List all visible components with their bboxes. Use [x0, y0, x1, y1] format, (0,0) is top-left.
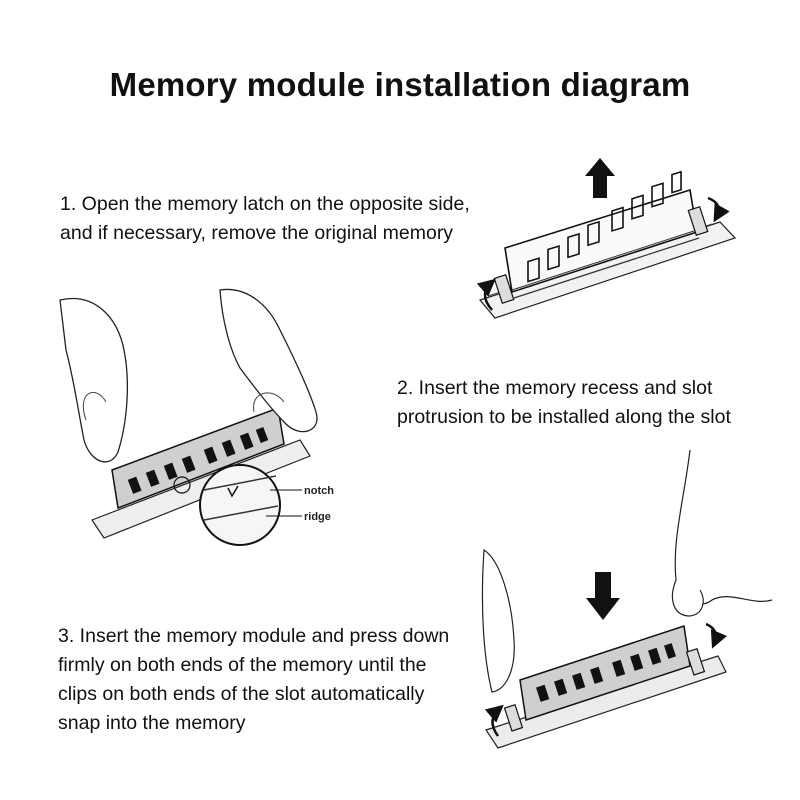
step-3-line-3: clips on both ends of the slot automatic… — [58, 683, 425, 705]
down-arrow-icon — [586, 572, 620, 620]
up-arrow-icon — [585, 158, 615, 198]
figure-align-notch: notch ridge — [59, 288, 334, 546]
step-1-text: 1. Open the memory latch on the opposite… — [60, 190, 470, 248]
magnifier-callout — [199, 464, 281, 546]
ridge-label: ridge — [304, 511, 331, 523]
latch-rotate-arrow-icon — [705, 622, 727, 649]
figure-remove-module — [476, 158, 737, 319]
step-3-line-2: firmly on both ends of the memory until … — [58, 654, 427, 676]
step-3-text: 3. Insert the memory module and press do… — [58, 622, 449, 738]
latch-rotate-arrow-icon — [484, 704, 504, 737]
step-2-line-2: protrusion to be installed along the slo… — [397, 406, 731, 428]
figure-press-down — [481, 449, 773, 749]
latch-rotate-arrow-icon — [707, 196, 730, 223]
page-title: Memory module installation diagram — [109, 66, 691, 103]
latch-rotate-arrow-icon — [476, 278, 496, 311]
notch-label: notch — [304, 485, 334, 497]
step-3-line-1: 3. Insert the memory module and press do… — [58, 625, 450, 647]
step-2-line-1: 2. Insert the memory recess and slot — [397, 377, 713, 399]
step-3-line-4: snap into the memory — [58, 712, 246, 734]
step-2-text: 2. Insert the memory recess and slot pro… — [397, 374, 731, 432]
step-1-line-2: and if necessary, remove the original me… — [60, 222, 454, 244]
step-1-line-1: 1. Open the memory latch on the opposite… — [60, 193, 470, 215]
